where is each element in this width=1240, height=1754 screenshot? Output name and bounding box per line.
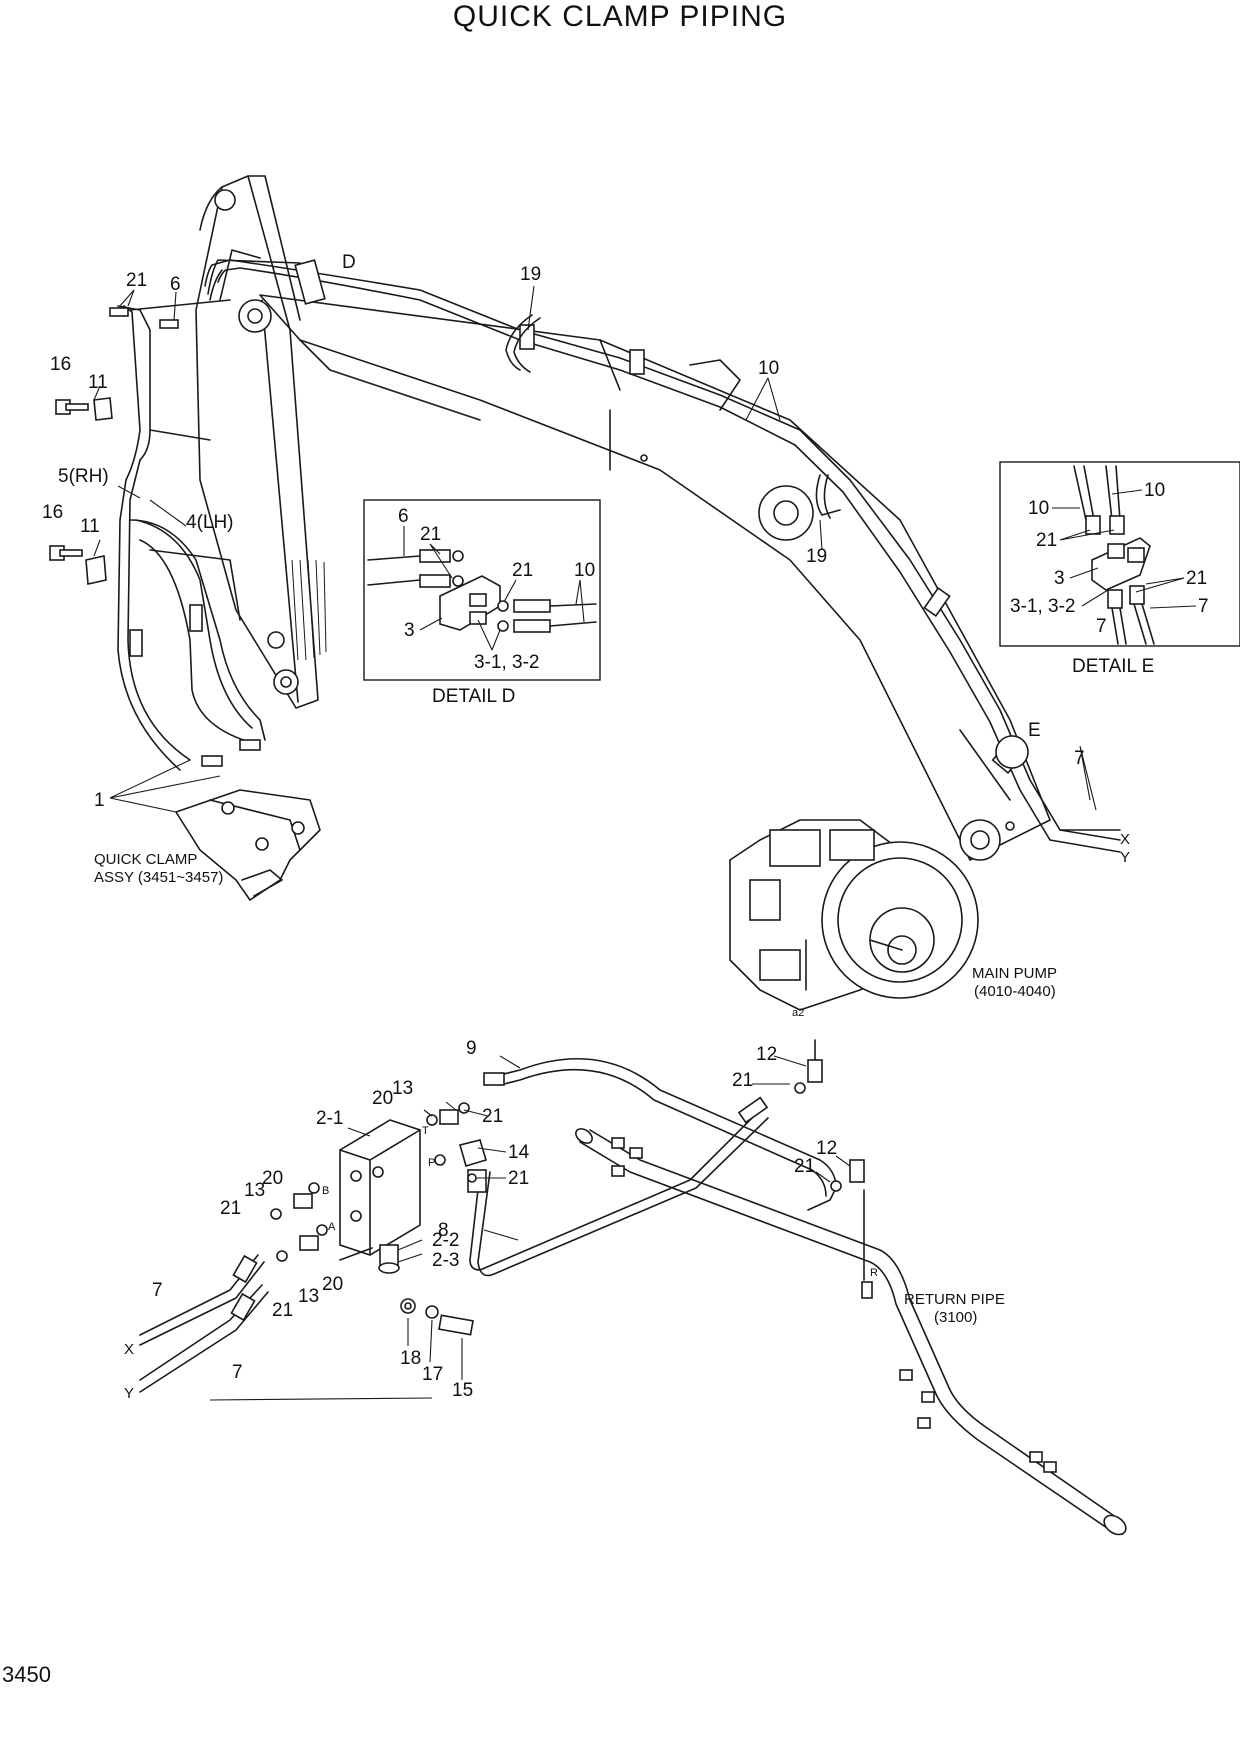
callout-12-b: 12 — [816, 1138, 837, 1159]
detail-e-callout-21-a: 21 — [1036, 530, 1057, 551]
detail-e-caption: DETAIL E — [1072, 656, 1154, 677]
callout-7-b: 7 — [232, 1362, 243, 1383]
detail-d-callout-3-1: 3-1, 3-2 — [474, 652, 539, 673]
callout-21-r: 21 — [794, 1156, 815, 1177]
port-P: P — [428, 1157, 435, 1169]
callout-2-2: 2-2 — [432, 1230, 459, 1251]
callout-7-a: 7 — [152, 1280, 163, 1301]
hoses-7 — [139, 1254, 269, 1393]
return-pipe — [575, 1128, 1127, 1536]
callout-13-a: 13 — [298, 1286, 319, 1307]
callout-6-top: 6 — [170, 274, 181, 295]
detail-e-callout-3: 3 — [1054, 568, 1065, 589]
detail-d-callout-21-b: 21 — [512, 560, 533, 581]
callout-21-p: 21 — [508, 1168, 529, 1189]
callout-E: E — [1028, 720, 1041, 741]
callout-7-boom: 7 — [1074, 748, 1085, 769]
callout-13-t: 13 — [392, 1078, 413, 1099]
block-fittings — [270, 1039, 865, 1336]
detail-e-callout-3-1: 3-1, 3-2 — [1010, 596, 1075, 617]
detail-e-callout-7-b: 7 — [1198, 596, 1209, 617]
arm-drawing — [195, 175, 327, 709]
callout-20-t: 20 — [372, 1088, 393, 1109]
callout-5rh: 5(RH) — [58, 466, 109, 487]
detail-e-callout-21-b: 21 — [1186, 568, 1207, 589]
callout-X-low: X — [124, 1341, 134, 1358]
callout-1: 1 — [94, 790, 105, 811]
detail-d-callout-21-a: 21 — [420, 524, 441, 545]
callouts: 21 6 D 19 10 16 11 5(RH) 4(LH) 16 11 1 1… — [42, 252, 1130, 1402]
quick-clamp-assy — [175, 789, 321, 901]
callout-13-b: 13 — [244, 1180, 265, 1201]
note-quick-clamp-line2: ASSY (3451~3457) — [94, 869, 223, 886]
callout-2-3: 2-3 — [432, 1250, 459, 1271]
port-a2: a2 — [792, 1007, 804, 1019]
callout-14: 14 — [508, 1142, 530, 1163]
callout-11-b: 11 — [80, 516, 100, 537]
clamp-parts-upper — [55, 397, 113, 421]
callout-2-1: 2-1 — [316, 1108, 343, 1129]
callout-21-top: 21 — [126, 270, 147, 291]
clamp-parts-lower — [49, 545, 107, 585]
page-number: 3450 — [2, 1662, 51, 1687]
callout-10-top: 10 — [758, 358, 779, 379]
detail-d-labels: 6 21 21 10 3 3-1, 3-2 DETAIL D — [398, 506, 595, 707]
main-pump — [729, 819, 979, 1011]
note-return-pipe-line1: RETURN PIPE — [904, 1291, 1005, 1308]
detail-e-callout-10-b: 10 — [1144, 480, 1165, 501]
note-main-pump-line2: (4010-4040) — [974, 983, 1056, 1000]
callout-11-a: 11 — [88, 372, 108, 393]
callout-17: 17 — [422, 1364, 443, 1385]
hoses-8-9 — [467, 1057, 837, 1277]
callout-16-b: 16 — [42, 502, 63, 523]
detail-d-callout-6: 6 — [398, 506, 409, 527]
detail-d-callout-3: 3 — [404, 620, 415, 641]
boom-drawing — [259, 294, 1051, 861]
detail-d-callout-10: 10 — [574, 560, 595, 581]
callout-15: 15 — [452, 1380, 473, 1401]
callout-9: 9 — [466, 1038, 477, 1059]
note-return-pipe-line2: (3100) — [934, 1309, 977, 1326]
callout-21-p1: 21 — [732, 1070, 753, 1091]
boom-piping — [204, 249, 1121, 853]
callout-20-b: 20 — [262, 1168, 283, 1189]
port-B: B — [322, 1185, 329, 1197]
leader-lines — [93, 285, 1097, 1401]
detail-d-box — [363, 499, 601, 681]
detail-e-labels: 10 10 21 3 21 3-1, 3-2 7 7 DETAIL E — [1010, 480, 1209, 677]
callout-12-a: 12 — [756, 1044, 777, 1065]
callout-19-top: 19 — [520, 264, 541, 285]
callout-21-b: 21 — [220, 1198, 241, 1219]
detail-e-box — [999, 461, 1240, 647]
callout-20-a: 20 — [322, 1274, 343, 1295]
callout-Y-boom: Y — [1120, 849, 1130, 866]
page-title: QUICK CLAMP PIPING — [452, 0, 788, 33]
valve-block — [339, 1119, 421, 1274]
callout-8: 8 — [438, 1220, 449, 1241]
notes: QUICK CLAMP ASSY (3451~3457) MAIN PUMP (… — [94, 851, 1057, 1326]
note-main-pump-line1: MAIN PUMP — [972, 965, 1057, 982]
port-R: R — [870, 1267, 878, 1279]
callout-Y-low: Y — [124, 1385, 134, 1402]
note-quick-clamp-line1: QUICK CLAMP — [94, 851, 197, 868]
detail-d-caption: DETAIL D — [432, 686, 515, 707]
callout-18: 18 — [400, 1348, 421, 1369]
callout-16-a: 16 — [50, 354, 71, 375]
port-A: A — [328, 1221, 336, 1233]
arm-piping — [109, 299, 266, 771]
callout-4lh: 4(LH) — [186, 512, 234, 533]
callout-D: D — [342, 252, 356, 273]
port-T: T — [422, 1125, 429, 1137]
detail-e-callout-10-a: 10 — [1028, 498, 1049, 519]
callout-X-boom: X — [1120, 831, 1130, 848]
callout-21-t: 21 — [482, 1106, 503, 1127]
detail-e-callout-7-a: 7 — [1096, 616, 1107, 637]
callout-19-mid: 19 — [806, 546, 827, 567]
callout-21-a: 21 — [272, 1300, 293, 1321]
